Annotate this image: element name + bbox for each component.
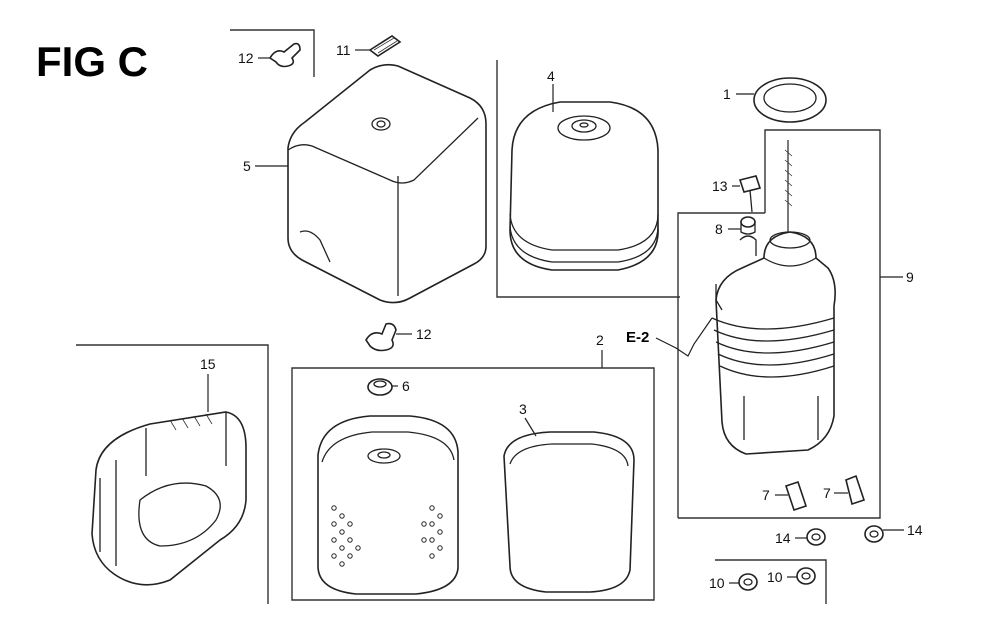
- part-label: 13: [712, 178, 728, 194]
- wing-nut-top: [268, 42, 301, 68]
- part-label: 9: [906, 269, 914, 285]
- group-box-part-4: [496, 60, 680, 298]
- part-label: 8: [715, 221, 723, 237]
- collar-7-left: [784, 480, 808, 512]
- wing-bolt-top: [368, 35, 402, 57]
- foam-element: [503, 431, 635, 593]
- collar-8: [740, 216, 756, 235]
- bolt-13: [738, 175, 762, 213]
- part-label: 10: [767, 569, 783, 585]
- wing-nut-middle: [365, 322, 397, 352]
- gasket-ring: [753, 77, 827, 123]
- elbow-assembly: [711, 140, 836, 455]
- element-assembly: [317, 415, 459, 595]
- part-label: 4: [547, 68, 555, 84]
- part-labels: 1 2 3 4 5 6 7 7 8 9 10 10 11 12 12 13 14…: [200, 42, 923, 591]
- part-label: 3: [519, 401, 527, 417]
- leader-lines: [207, 49, 904, 584]
- group-box-element-assembly: [291, 367, 655, 601]
- nut-10-left: [738, 573, 758, 591]
- group-box-elbow-assembly: [677, 129, 881, 519]
- nut-10-right: [796, 567, 816, 585]
- part-label: 10: [709, 575, 725, 591]
- part-label: 5: [243, 158, 251, 174]
- part-label: 14: [775, 530, 791, 546]
- group-box-part-15: [76, 344, 269, 604]
- nut-14-right: [864, 525, 884, 543]
- part-label: 11: [336, 42, 351, 58]
- figure-title: FIG C: [36, 38, 148, 85]
- part-label: 12: [238, 50, 254, 66]
- collar-7-right: [845, 474, 866, 506]
- element-cover: [509, 101, 659, 271]
- part-label: 1: [723, 86, 731, 102]
- part-label: 7: [823, 485, 831, 501]
- grommet: [367, 378, 393, 396]
- part-label: 14: [907, 522, 923, 538]
- part-label: 6: [402, 378, 410, 394]
- part-label: 12: [416, 326, 432, 342]
- reference-label: E-2: [626, 329, 649, 346]
- part-label: 2: [596, 332, 604, 348]
- air-cleaner-case: [91, 411, 247, 586]
- part-label: 15: [200, 356, 216, 372]
- air-cleaner-cover: [287, 63, 487, 304]
- nut-14-left: [806, 528, 826, 546]
- group-box-part-10: [715, 559, 827, 604]
- part-label: 7: [762, 487, 770, 503]
- group-box-top-fasteners: [230, 29, 315, 77]
